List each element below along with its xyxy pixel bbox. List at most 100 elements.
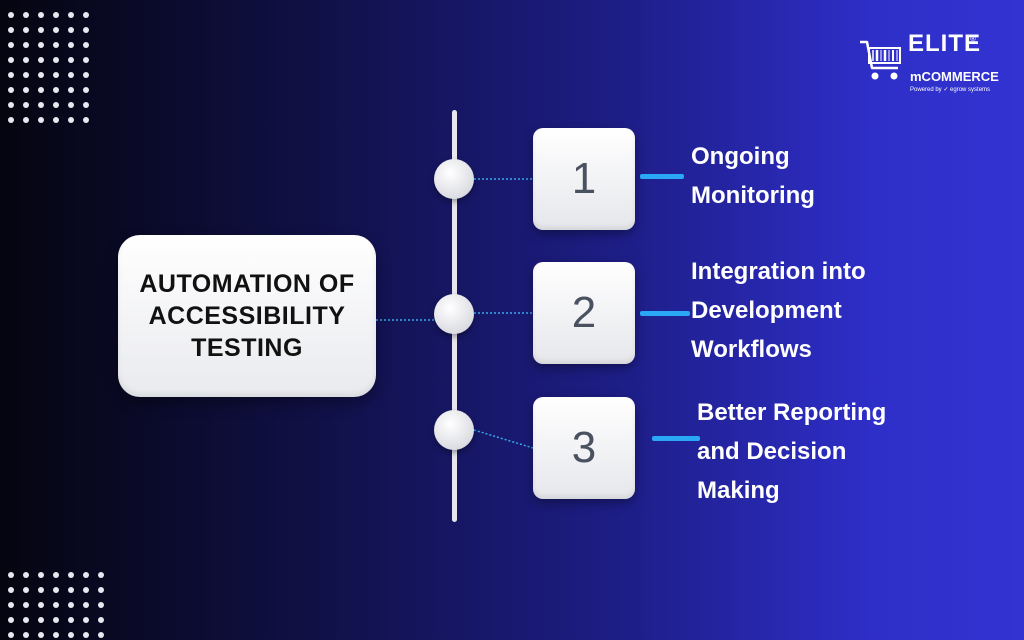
decorative-dot: [8, 42, 14, 48]
step-number-2: 2: [571, 288, 597, 337]
decorative-dot: [68, 12, 74, 18]
step-number-box-3: 3: [533, 397, 635, 499]
decorative-dot: [38, 117, 44, 123]
decorative-dot: [38, 12, 44, 18]
decorative-dot: [98, 602, 104, 608]
decorative-dot: [83, 587, 89, 593]
decorative-dot: [83, 602, 89, 608]
decorative-dot: [68, 42, 74, 48]
decorative-dot: [23, 12, 29, 18]
decorative-dot: [23, 27, 29, 33]
timeline-node-1: [434, 159, 474, 199]
decorative-dot: [53, 12, 59, 18]
decorative-dot: [68, 102, 74, 108]
decorative-dot: [23, 87, 29, 93]
shopping-cart-icon: [860, 40, 901, 80]
decorative-dot: [53, 87, 59, 93]
decorative-dot: [38, 27, 44, 33]
logo-name: ELITE: [908, 30, 982, 57]
decorative-dot: [83, 87, 89, 93]
decorative-dot: [83, 57, 89, 63]
step-label-1: Ongoing Monitoring: [691, 143, 815, 209]
decorative-dot-grid-bottom: [8, 572, 104, 638]
step-number-1: 1: [571, 154, 597, 203]
decorative-dot: [8, 102, 14, 108]
decorative-dot: [83, 12, 89, 18]
decorative-dot: [8, 617, 14, 623]
decorative-dot: [68, 632, 74, 638]
step-label-3: Better Reporting and Decision Making: [697, 399, 887, 504]
decorative-dot: [23, 587, 29, 593]
decorative-dot: [53, 617, 59, 623]
decorative-dot: [68, 617, 74, 623]
decorative-dot: [53, 72, 59, 78]
logo-powered-by: Powered by ✓ egrow systems: [910, 87, 991, 93]
decorative-dot: [38, 602, 44, 608]
decorative-dot: [83, 572, 89, 578]
main-topic-text: AUTOMATION OF ACCESSIBILITY TESTING: [139, 270, 355, 362]
accent-bar-3: [652, 436, 700, 441]
accent-bar-2: [640, 311, 690, 316]
decorative-dot: [98, 587, 104, 593]
decorative-dot: [8, 632, 14, 638]
decorative-dot: [38, 57, 44, 63]
decorative-dot: [8, 72, 14, 78]
decorative-dot: [38, 42, 44, 48]
decorative-dot: [53, 42, 59, 48]
step-number-box-1: 1: [533, 128, 635, 230]
decorative-dot: [8, 117, 14, 123]
timeline-node-2: [434, 294, 474, 334]
decorative-dot: [83, 102, 89, 108]
timeline-node-3: [434, 410, 474, 450]
step-number-box-2: 2: [533, 262, 635, 364]
decorative-dot: [53, 632, 59, 638]
step-number-3: 3: [571, 423, 597, 472]
decorative-dot: [68, 587, 74, 593]
decorative-dot: [68, 57, 74, 63]
decorative-dot: [8, 572, 14, 578]
decorative-dot: [83, 632, 89, 638]
decorative-dot: [38, 102, 44, 108]
decorative-dot: [98, 572, 104, 578]
decorative-dot: [38, 572, 44, 578]
decorative-dot: [83, 117, 89, 123]
decorative-dot: [68, 117, 74, 123]
decorative-dot: [38, 87, 44, 93]
decorative-dot: [23, 102, 29, 108]
decorative-dot: [23, 602, 29, 608]
decorative-dot: [53, 27, 59, 33]
decorative-dot: [23, 42, 29, 48]
decorative-dot: [8, 87, 14, 93]
accent-bar-1: [640, 174, 684, 179]
brand-logo: ELITE ® mCOMMERCE Powered by ✓ egrow sys…: [858, 28, 999, 98]
logo-subtitle: mCOMMERCE: [910, 69, 999, 84]
decorative-dot: [68, 602, 74, 608]
decorative-dot: [98, 617, 104, 623]
decorative-dot: [83, 617, 89, 623]
decorative-dot: [53, 572, 59, 578]
decorative-dot: [23, 617, 29, 623]
decorative-dot: [23, 57, 29, 63]
decorative-dot: [8, 27, 14, 33]
connector-step-3: [473, 429, 534, 449]
decorative-dot-grid-top: [8, 12, 89, 123]
decorative-dot: [83, 42, 89, 48]
decorative-dot: [8, 587, 14, 593]
decorative-dot: [23, 72, 29, 78]
decorative-dot: [23, 117, 29, 123]
decorative-dot: [38, 587, 44, 593]
decorative-dot: [23, 572, 29, 578]
decorative-dot: [53, 117, 59, 123]
decorative-dot: [8, 12, 14, 18]
decorative-dot: [53, 587, 59, 593]
logo-registered-mark: ®: [970, 34, 976, 43]
decorative-dot: [53, 602, 59, 608]
decorative-dot: [68, 27, 74, 33]
step-label-2: Integration into Development Workflows: [691, 258, 866, 363]
decorative-dot: [68, 572, 74, 578]
decorative-dot: [53, 57, 59, 63]
decorative-dot: [8, 602, 14, 608]
decorative-dot: [68, 72, 74, 78]
decorative-dot: [38, 72, 44, 78]
